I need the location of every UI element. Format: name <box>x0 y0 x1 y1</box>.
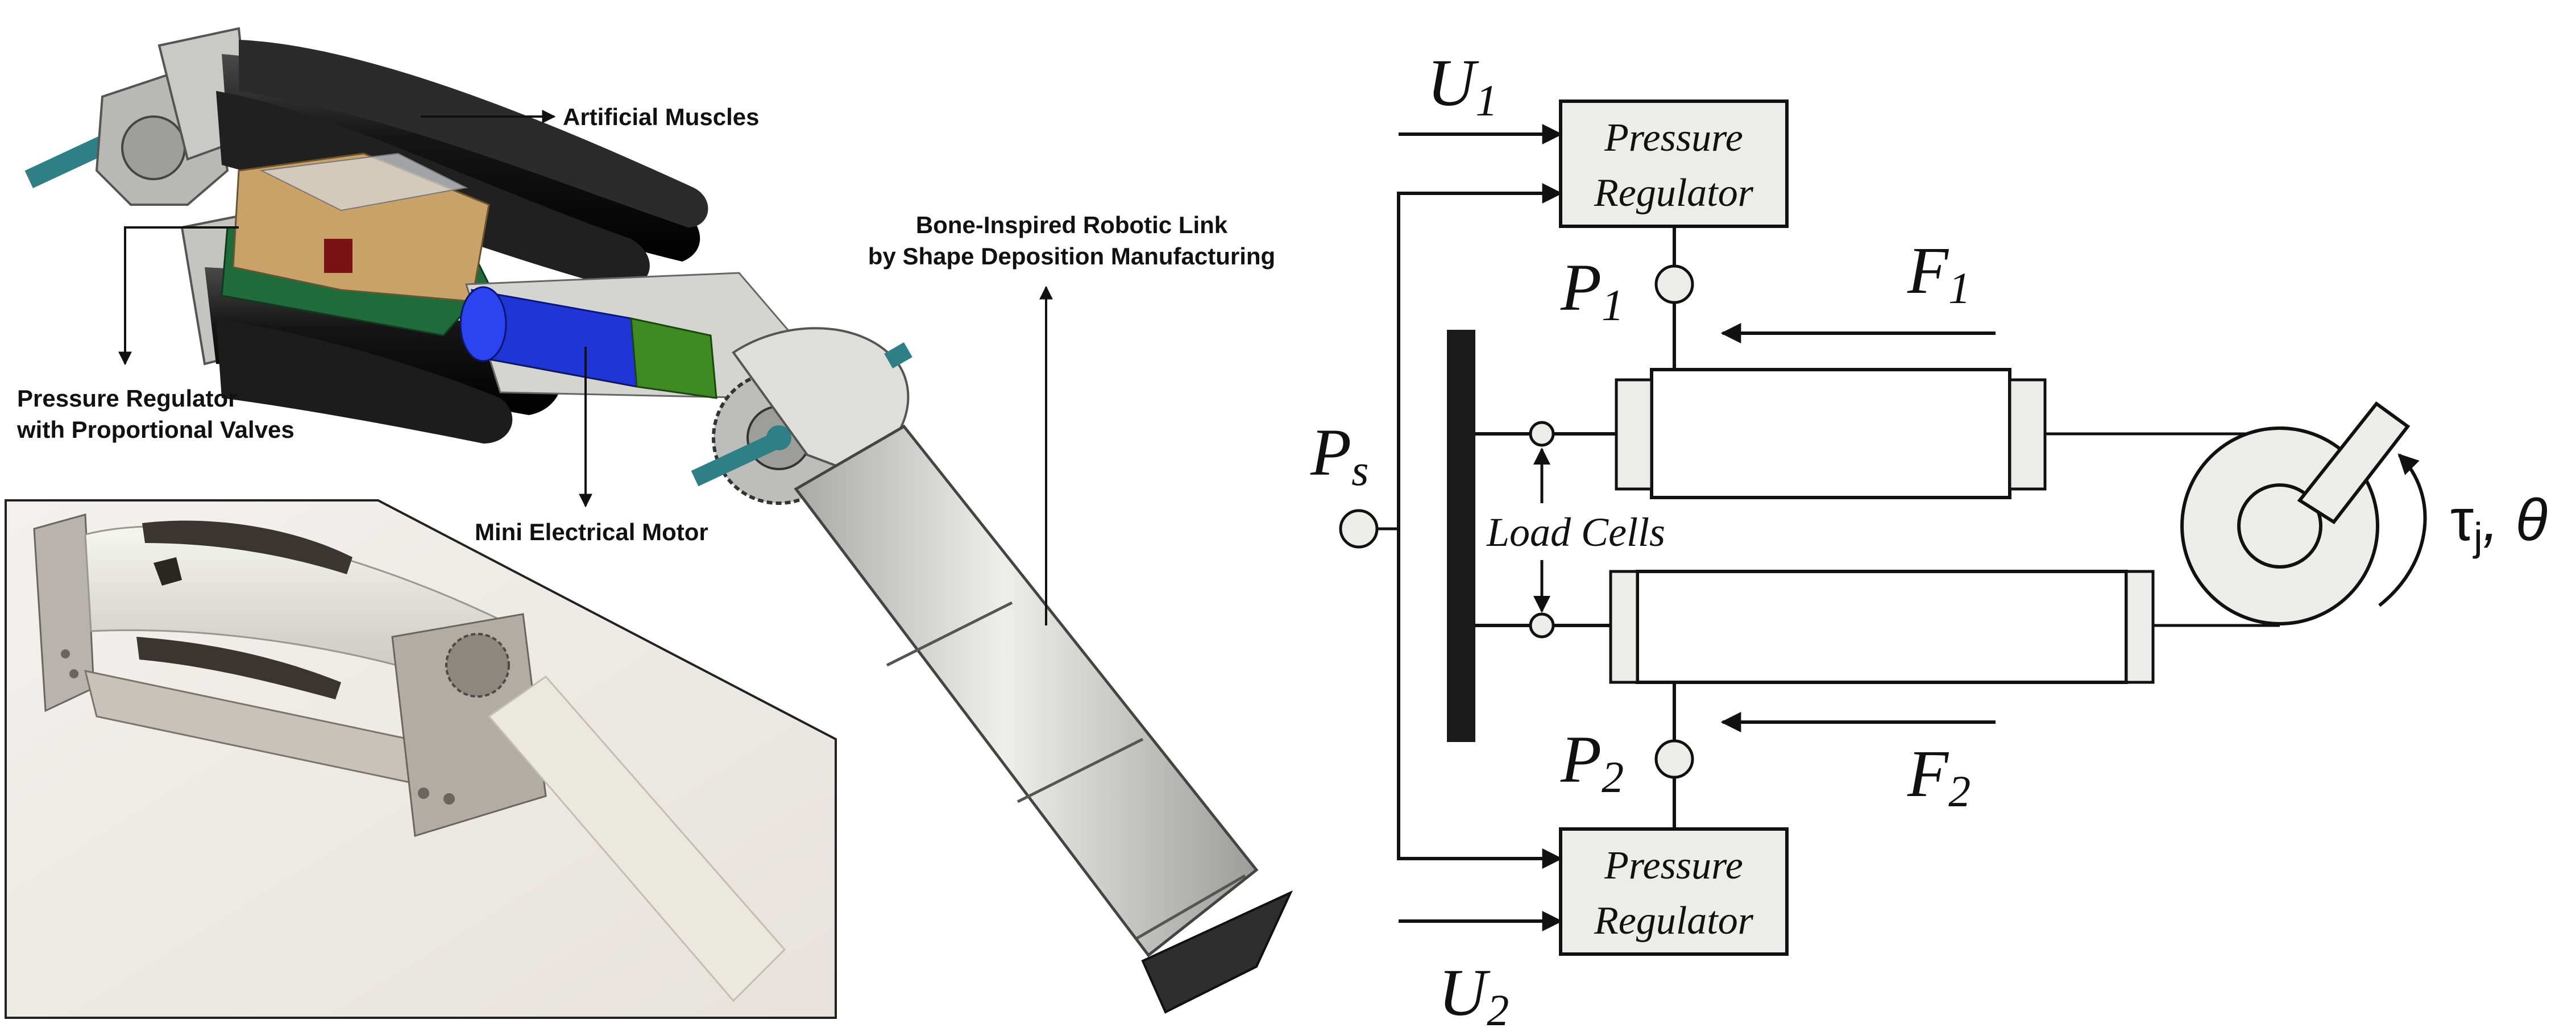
top-load-cell <box>1529 421 1555 447</box>
label-artificial-muscles: Artificial Muscles <box>563 103 759 130</box>
label-pressure-regulator-line1: Pressure Regulator <box>17 385 237 412</box>
label-p2: P2 <box>1560 722 1624 802</box>
pulley-hub <box>2237 483 2322 569</box>
bottom-actuator-left-cap <box>1609 570 1639 684</box>
top-actuator-body <box>1650 368 2011 499</box>
top-actuator-left-cap <box>1615 378 1653 491</box>
photo-dark-clip <box>154 557 182 586</box>
label-p1: P1 <box>1560 250 1624 330</box>
prototype-photo <box>5 499 837 1019</box>
joint-pin <box>884 342 912 368</box>
top-regulator-line1: Pressure <box>1604 116 1743 160</box>
photo-muscle-upper <box>142 520 352 574</box>
label-ps: Ps <box>1310 415 1368 495</box>
label-load-cells: Load Cells <box>1486 509 1665 555</box>
upper-muscle-3 <box>239 40 708 227</box>
photo-bolt-3 <box>418 788 429 799</box>
label-mini-motor: Mini Electrical Motor <box>475 519 708 545</box>
bottom-regulator-line2: Regulator <box>1594 899 1754 943</box>
left-hub <box>121 115 186 180</box>
photo-bolt-2 <box>69 669 78 678</box>
bottom-actuator-body <box>1636 570 2128 684</box>
arrow-pressure-regulator <box>118 226 239 366</box>
right-axle <box>691 434 776 487</box>
bottom-load-cell <box>1529 612 1555 639</box>
label-f1: F1 <box>1907 233 1971 313</box>
label-u1: U1 <box>1427 45 1498 125</box>
cad-callouts <box>118 110 1053 625</box>
motor-blue-cap <box>459 286 507 362</box>
label-tau-theta: τj, θ <box>2450 487 2548 559</box>
link-seam-2 <box>1017 737 1144 803</box>
ps-gauge <box>1339 509 1379 549</box>
joint-arm <box>2297 401 2411 524</box>
top-regulator-line2: Regulator <box>1594 171 1754 215</box>
motor-green <box>630 317 717 399</box>
photo-link <box>487 675 786 1002</box>
top-regulator-box <box>1559 100 1789 228</box>
valve-glass <box>259 152 468 212</box>
photo-bolt-4 <box>443 793 455 805</box>
schematic <box>1339 100 2427 956</box>
p2-gauge <box>1654 739 1694 779</box>
bottom-actuator-right-cap <box>2125 570 2155 684</box>
robotic-link <box>794 424 1259 958</box>
bottom-regulator-line1: Pressure <box>1604 844 1743 888</box>
link-foot <box>1141 890 1293 1014</box>
lower-muscle-2 <box>216 318 513 444</box>
fixed-wall <box>1447 330 1475 742</box>
label-bone-link-line2: by Shape Deposition Manufacturing <box>868 243 1275 270</box>
photo-joint-gear <box>445 633 510 698</box>
link-seam-3 <box>1136 874 1246 940</box>
label-pressure-regulator-line2: with Proportional Valves <box>16 416 294 443</box>
link-seam-1 <box>886 601 1013 667</box>
p1-gauge <box>1654 264 1694 304</box>
top-actuator-right-cap <box>2008 378 2047 491</box>
torque-arrow <box>2378 453 2427 607</box>
label-u2: U2 <box>1438 955 1509 1032</box>
valve-dark <box>324 239 352 273</box>
photo-muscle-lower <box>136 637 341 699</box>
photo-left-plate <box>33 513 95 712</box>
label-f2: F2 <box>1907 736 1971 816</box>
label-bone-link-line1: Bone-Inspired Robotic Link <box>916 212 1228 238</box>
photo-bolt-1 <box>61 649 70 658</box>
cad-render <box>24 27 1293 1014</box>
